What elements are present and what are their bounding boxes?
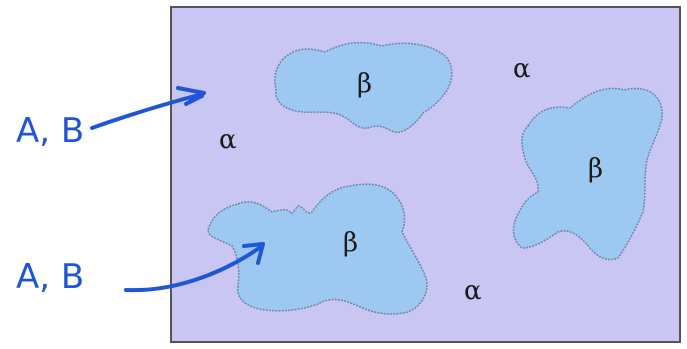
alpha-label: α [464, 276, 482, 306]
beta-label: β [343, 228, 358, 258]
annotation-label: A, B [16, 111, 84, 151]
alpha-label: α [513, 54, 531, 84]
beta-precipitate-right [512, 87, 663, 261]
beta-precipitate-top [274, 41, 453, 134]
annotation-arrow [124, 242, 265, 293]
alpha-label: α [219, 125, 237, 155]
beta-precipitate-bottom [207, 183, 428, 315]
beta-label: β [588, 154, 603, 184]
annotation-label: A, B [16, 257, 84, 297]
beta-label: β [357, 69, 372, 99]
annotation-arrow [90, 86, 206, 130]
